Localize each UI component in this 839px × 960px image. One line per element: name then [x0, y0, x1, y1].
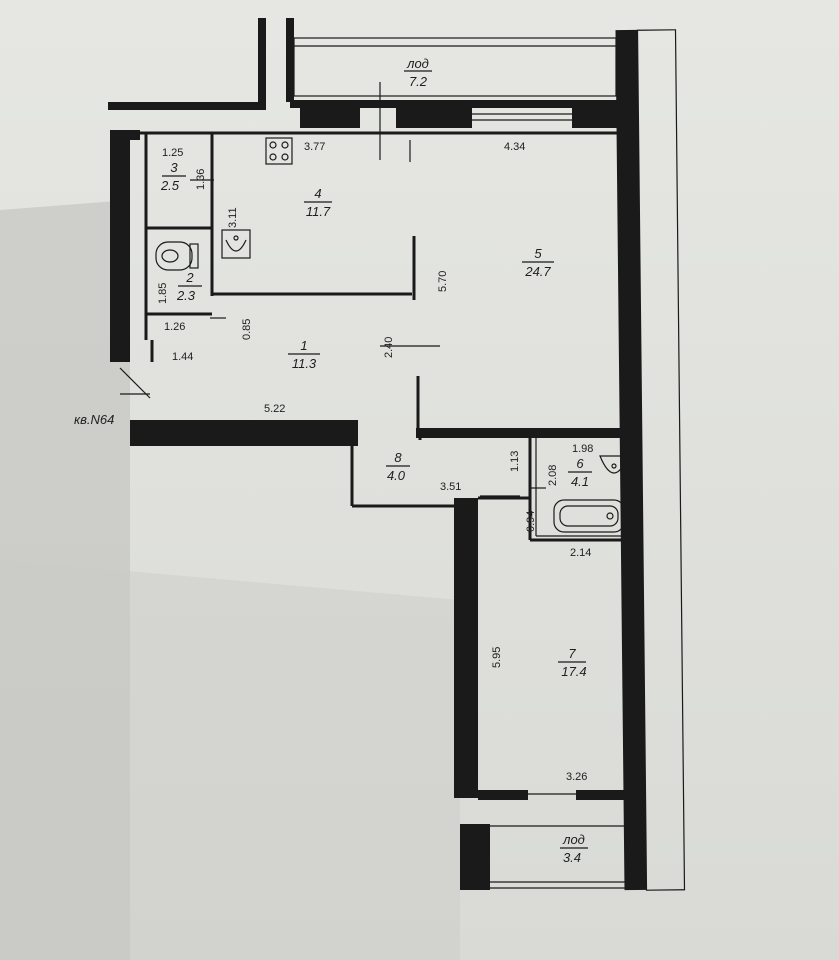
room-3: 3 2.5 — [160, 160, 186, 193]
room-number: 5 — [534, 246, 542, 261]
sink-icon — [221, 229, 251, 259]
room-number: 2 — [185, 270, 194, 285]
dim-5-70: 5.70 — [437, 271, 449, 292]
dim-2-14: 2.14 — [570, 547, 591, 559]
room-5: 5 24.7 — [522, 246, 554, 279]
room-area: 2.3 — [176, 288, 196, 303]
room-8: 8 4.0 — [386, 450, 410, 483]
dimension-labels: 1.25 3.77 4.34 1.36 3.11 5.70 1.85 1.26 … — [157, 141, 593, 783]
dim-1-13: 1.13 — [509, 451, 521, 472]
dim-3-11: 3.11 — [227, 207, 239, 228]
dim-1-85: 1.85 — [157, 283, 169, 304]
room-loggia-top: лод 7.2 — [404, 56, 432, 89]
room-1: 1 11.3 — [288, 338, 320, 371]
dim-5-95: 5.95 — [491, 647, 503, 668]
dim-1-26: 1.26 — [164, 321, 185, 333]
dim-1-44: 1.44 — [172, 351, 193, 363]
bathtub-icon — [553, 499, 625, 533]
room-area: 4.1 — [571, 474, 589, 489]
room-area: 2.5 — [160, 178, 180, 193]
room-number: лод — [562, 832, 585, 847]
room-7: 7 17.4 — [558, 646, 587, 679]
room-area: 24.7 — [524, 264, 551, 279]
room-number: 4 — [314, 186, 321, 201]
room-4: 4 11.7 — [304, 186, 332, 219]
photo-shadow-lower — [0, 560, 460, 960]
apartment-label: кв.N64 — [74, 412, 114, 427]
room-2: 2 2.3 — [176, 270, 202, 303]
stove-icon — [265, 137, 293, 165]
dim-1-98: 1.98 — [572, 443, 593, 455]
dim-3-77: 3.77 — [304, 141, 325, 153]
room-area: 7.2 — [409, 74, 428, 89]
walls — [108, 18, 686, 891]
dim-1-25: 1.25 — [162, 147, 183, 159]
room-area: 11.3 — [292, 356, 317, 371]
room-area: 11.7 — [306, 204, 331, 219]
toilet-icon — [155, 241, 199, 271]
dim-3-26: 3.26 — [566, 771, 587, 783]
photo-shadow — [0, 200, 130, 960]
room-loggia-bottom: лод 3.4 — [560, 832, 588, 865]
room-number: 6 — [576, 456, 584, 471]
room-number: 1 — [300, 338, 307, 353]
room-area: 17.4 — [561, 664, 586, 679]
dim-2-40: 2.40 — [383, 337, 395, 358]
room-6: 6 4.1 — [568, 456, 592, 489]
dim-0-85: 0.85 — [241, 319, 253, 340]
dim-5-22: 5.22 — [264, 403, 285, 415]
room-number: лод — [406, 56, 429, 71]
dim-1-36: 1.36 — [195, 169, 207, 190]
room-area: 4.0 — [387, 468, 406, 483]
dim-2-08: 2.08 — [547, 465, 559, 486]
dim-0-94: 0.94 — [525, 511, 537, 532]
dim-3-51: 3.51 — [440, 481, 461, 493]
dim-4-34: 4.34 — [504, 141, 525, 153]
room-number: 8 — [394, 450, 402, 465]
washbasin-icon — [599, 455, 629, 474]
room-area: 3.4 — [563, 850, 581, 865]
room-number: 7 — [568, 646, 576, 661]
room-number: 3 — [170, 160, 178, 175]
